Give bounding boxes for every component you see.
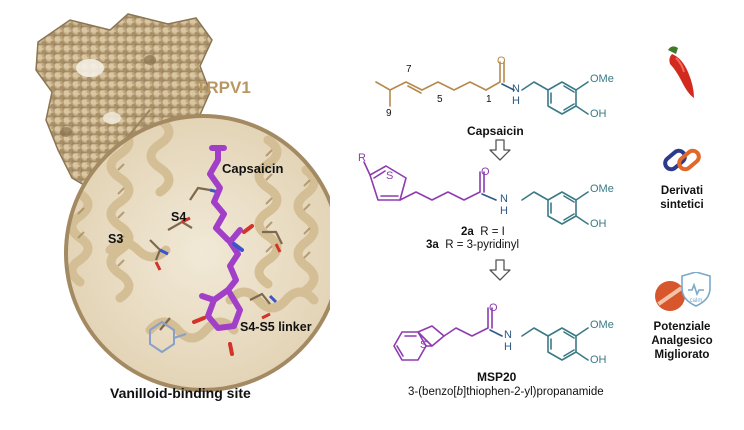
compound-2a-line: 2a R = I	[461, 226, 505, 238]
msp20-name: MSP20	[477, 370, 517, 384]
compound-3a-line: 3a R = 3-pyridinyl	[426, 239, 520, 251]
r-substituent-label: R	[358, 152, 366, 164]
potenziale-analgesico-label: Potenziale Analgesico Migliorato	[651, 321, 713, 361]
msp20-amide-n: N	[504, 329, 512, 341]
capsaicin-amide-n: N	[512, 83, 520, 95]
chain-link-icon	[663, 148, 701, 172]
locant-7: 7	[406, 64, 412, 75]
msp20-amide-h: H	[504, 341, 512, 353]
pill-calm-icon: calm	[655, 272, 711, 311]
down-arrow-2	[489, 259, 511, 281]
capsaicin-name: Capsaicin	[467, 124, 524, 138]
capsaicin-amide-h: H	[512, 95, 520, 107]
binding-site-zoom	[64, 114, 330, 392]
msp20-structure	[393, 307, 589, 361]
capsaicin-site-label: Capsaicin	[222, 161, 284, 176]
calm-text: calm	[690, 298, 703, 304]
trpv1-label: TRPV1	[196, 78, 251, 97]
capsaicin-hydroxyl: OH	[590, 108, 607, 120]
capsaicin-structure	[375, 61, 589, 115]
compound-2a-3a-hydroxyl: OH	[590, 218, 607, 230]
compound-2a-3a-amide-h: H	[500, 205, 508, 217]
derivati-sintetici-label: Derivati sintetici	[660, 185, 704, 211]
compound-2a-3a-methoxy: OMe	[590, 183, 614, 195]
chili-pepper-icon	[668, 46, 694, 98]
msp20-sulfur-label: S	[420, 339, 428, 351]
capsaicin-methoxy: OMe	[590, 73, 614, 85]
s3-helix-label: S3	[108, 232, 124, 246]
msp20-carbonyl-o: O	[489, 302, 498, 314]
locant-1: 1	[486, 94, 492, 105]
down-arrow-1	[489, 139, 511, 161]
locant-9: 9	[386, 108, 392, 119]
s4-helix-label: S4	[171, 210, 187, 224]
trpv1-structure-panel	[35, 13, 330, 392]
compound-2a-3a-amide-n: N	[500, 193, 508, 205]
msp20-chemical-name: 3-(benzo[b]thiophen-2-yl)propanamide	[408, 386, 604, 398]
s4-s5-linker-label: S4-S5 linker	[240, 320, 312, 334]
locant-5: 5	[437, 94, 443, 105]
msp20-hydroxyl: OH	[590, 354, 607, 366]
msp20-methoxy: OMe	[590, 319, 614, 331]
capsaicin-carbonyl-o: O	[497, 55, 506, 67]
left-panel-caption: Vanilloid-binding site	[110, 385, 251, 401]
structures-panel	[363, 61, 589, 361]
thiophene-sulfur-label: S	[386, 170, 394, 182]
compound-2a-3a-carbonyl-o: O	[481, 166, 490, 178]
compound-2a-3a-structure	[363, 161, 589, 225]
capsaicin-ligand-model	[199, 145, 243, 331]
reaction-arrows	[489, 139, 511, 281]
